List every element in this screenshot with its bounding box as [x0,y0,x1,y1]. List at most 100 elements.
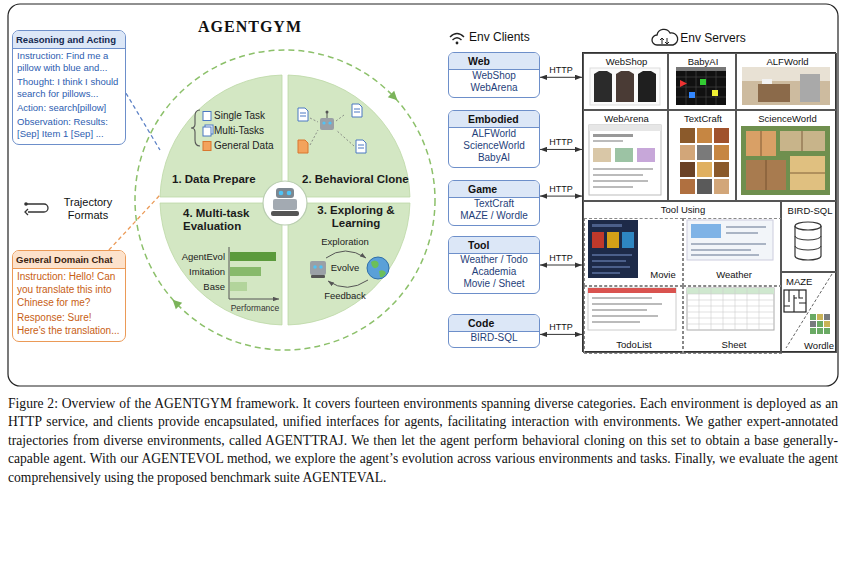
edge-label: HTTP [548,137,574,147]
movie-screenshot [592,224,622,227]
trajectory-icon [25,209,28,215]
webarena-screenshot [589,125,661,131]
sheet-screenshot [687,288,774,330]
client-icons [460,187,462,189]
box-heading: Game [449,181,539,198]
node-text-holder: AgentEvol [182,251,225,262]
wifi-icon [456,42,459,45]
edge-label-holder: HTTP [548,184,574,194]
cycle-ring [169,296,182,309]
clone-icons [322,121,325,124]
explore-loop [310,261,326,275]
node-text-holder: Imitation [189,266,225,277]
node-text: 1. Data Prepare [172,173,256,186]
cycle-ring [135,50,435,350]
node-text-holder: Feedback [324,290,366,301]
node-text: BIRD-SQL [788,205,833,216]
node-text: General Data [214,140,273,152]
node-text-holder: 3. Exploring & Learning [306,204,406,230]
textcraft-screenshot [697,162,712,177]
textcraft-screenshot [680,179,695,194]
maze-wordle-icons [824,321,830,327]
node-text-holder: WebArena [604,113,649,124]
node-text-holder: Env Servers [680,31,745,45]
client-icons [459,117,461,119]
maze-wordle-icons [810,314,816,320]
todolist-screenshot [588,288,676,330]
babyai-screenshot [680,80,687,87]
node-text: ALFWorld [766,56,808,67]
box-text: Action: search[pillow] [13,101,125,115]
node-text: MAZE [786,276,812,287]
node-text: Exploration [321,236,369,247]
node-text: Sheet [722,339,747,350]
label: Trajectory Formats [56,196,120,222]
client-icons [451,184,464,192]
edge-label: HTTP [548,65,574,75]
node-text: Wordle [804,340,834,351]
babyai-screenshot [676,67,726,71]
quadrant-shape [160,203,282,325]
wifi-icon [450,34,464,45]
clone-icons [328,121,331,124]
node-text: WebArena [604,113,649,124]
figure-title-holder: AGENTGYM [198,18,302,36]
box-heading: General Domain Chat [13,251,125,269]
trajectory-icon [26,204,48,212]
connector [540,265,582,266]
sheet-screenshot [687,288,774,330]
maze-wordle-icons [810,321,816,327]
edge-label: HTTP [548,184,574,194]
node-text-holder: BabyAI [688,56,719,67]
node-text: AgentEvol [182,251,225,262]
maze-wordle-icons [786,274,832,348]
box-text: TextCraft [449,198,539,210]
node-text-holder: Wordle [804,340,834,351]
scienceworld-screenshot [741,126,830,195]
textcraft-screenshot [680,128,729,194]
label-holder: Env Clients [469,30,530,44]
env-client: EmbodiedALFWorldScienceWorldBabyAI [448,110,540,168]
clone-icons [298,108,308,121]
clone-icons [327,113,328,118]
node-text-holder: TodoList [616,339,651,350]
explore-loop [367,257,389,279]
textcraft-screenshot [697,145,712,160]
box-text: Observation: Results: [Sep] Item 1 [Sep]… [13,115,125,141]
robot-hub [287,191,292,196]
box-heading: Reasoning and Acting [13,31,125,49]
box-heading: Web [449,53,539,70]
node-text: 3. Exploring & Learning [306,204,406,230]
data-icons [203,127,211,136]
format-card: General Domain ChatInstruction: Hello! C… [12,250,126,342]
bar-chart [229,247,279,299]
node-text-holder: BIRD-SQL [788,205,833,216]
maze-wordle-icons [817,328,823,334]
movie-screenshot [588,220,638,278]
cycle-ring [135,50,435,350]
node-text: WebShop [606,56,648,67]
weather-screenshot [691,227,766,255]
scienceworld-screenshot [761,131,825,190]
cloud-icon [660,38,669,44]
figure-frame [8,4,838,386]
robot-hub [279,191,284,196]
maze-wordle-icons [824,314,830,320]
bar-chart [229,247,230,299]
node-text-holder: Base [203,281,225,292]
node-text-holder: Tool Using [661,204,705,215]
client-icons [452,318,463,327]
node-text: Single Task [214,110,265,122]
textcraft-screenshot [697,128,712,143]
database-icon [795,236,821,250]
maze-wordle-icons [817,314,823,320]
box-text: Instruction: Find me a pillow with blue … [13,49,125,75]
alfworld-screenshot [762,79,772,84]
format-card: Reasoning and ActingInstruction: Find me… [12,30,126,145]
figure-caption: Figure 2: Overview of the AGENTGYM frame… [8,395,838,487]
textcraft-screenshot [714,128,729,143]
wifi-icon [453,38,462,40]
weather-screenshot [687,220,773,260]
cycle-ring [388,91,401,104]
